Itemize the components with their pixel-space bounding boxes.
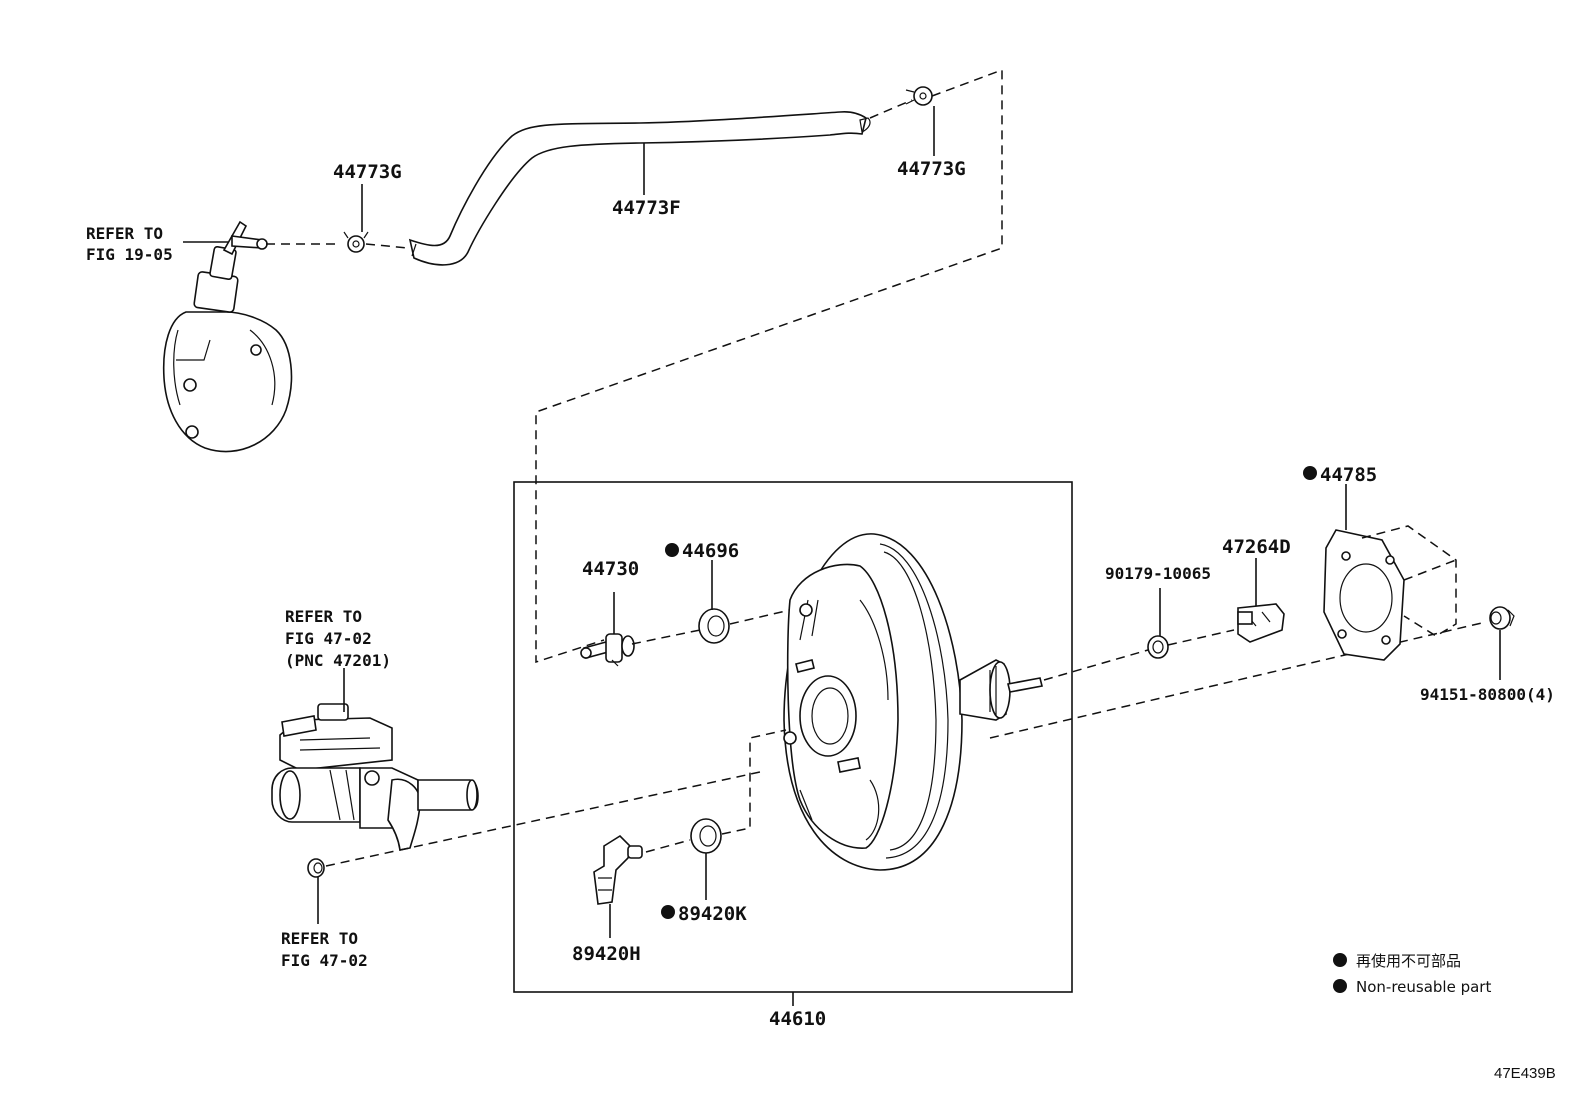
refer-pump-line1: REFER TO [86, 224, 163, 243]
master-cylinder-illustration [271, 703, 479, 851]
label-44610: 44610 [769, 1008, 826, 1030]
hose-clip-left-illustration [343, 231, 369, 253]
label-44730: 44730 [582, 558, 639, 580]
legend-dot-en [1333, 979, 1347, 993]
label-44773f: 44773F [612, 197, 681, 219]
label-89420k: 89420K [678, 903, 747, 925]
label-47264d: 47264D [1222, 536, 1291, 558]
clevis-illustration [1237, 603, 1285, 643]
mc-seal-illustration [307, 858, 325, 878]
label-90179-10065: 90179-10065 [1105, 564, 1211, 583]
dash-sensor-grommet [645, 839, 691, 853]
vacuum-pump-illustration [162, 220, 293, 453]
non-reusable-dot-89420k [661, 905, 675, 919]
vacuum-hose-illustration [408, 111, 871, 266]
dash-grommet-booster-lower [721, 729, 787, 835]
label-44773g-right: 44773G [897, 158, 966, 180]
vacuum-sensor-illustration [593, 834, 643, 905]
dash-booster-bolt [989, 621, 1487, 739]
label-44773g-left: 44773G [333, 161, 402, 183]
refer-gasket-line2: FIG 47-02 [281, 951, 368, 970]
sensor-grommet-illustration [690, 818, 722, 854]
dash-pushrod-nut [1043, 649, 1149, 681]
nut-illustration [1147, 635, 1169, 659]
legend-non-reusable-en: Non-reusable part [1356, 978, 1491, 996]
label-89420h: 89420H [572, 943, 641, 965]
refer-mc-line3: (PNC 47201) [285, 651, 391, 670]
hose-clip-right-illustration [905, 86, 933, 106]
legend-non-reusable-jp: 再使用不可部品 [1356, 952, 1461, 970]
brake-booster-illustration [783, 533, 1043, 871]
check-valve-illustration [580, 633, 635, 667]
dash-hose-to-checkvalve [535, 68, 1003, 664]
illustration-code: 47E439B [1494, 1065, 1556, 1082]
dash-hose-to-clip [869, 99, 913, 119]
refer-gasket-line1: REFER TO [281, 929, 358, 948]
bolt-illustration [1489, 606, 1515, 630]
label-94151-80800: 94151-80800(4) [1420, 685, 1555, 704]
label-44696: 44696 [682, 540, 739, 562]
dash-clip-to-hose [365, 243, 409, 249]
gasket-dash-box-2 [1403, 559, 1457, 581]
label-44785: 44785 [1320, 464, 1377, 486]
legend-dot-jp [1333, 953, 1347, 967]
grommet-illustration [698, 608, 730, 644]
dash-grommet-booster [729, 609, 791, 625]
refer-mc-line1: REFER TO [285, 607, 362, 626]
dash-checkvalve-grommet [631, 629, 701, 645]
dash-nut-clevis [1167, 629, 1235, 646]
booster-gasket-illustration [1323, 529, 1405, 661]
gasket-dash-box-1 [1361, 525, 1457, 637]
refer-pump-line2: FIG 19-05 [86, 245, 173, 264]
refer-mc-line2: FIG 47-02 [285, 629, 372, 648]
non-reusable-dot-44785 [1303, 466, 1317, 480]
non-reusable-dot-44696 [665, 543, 679, 557]
